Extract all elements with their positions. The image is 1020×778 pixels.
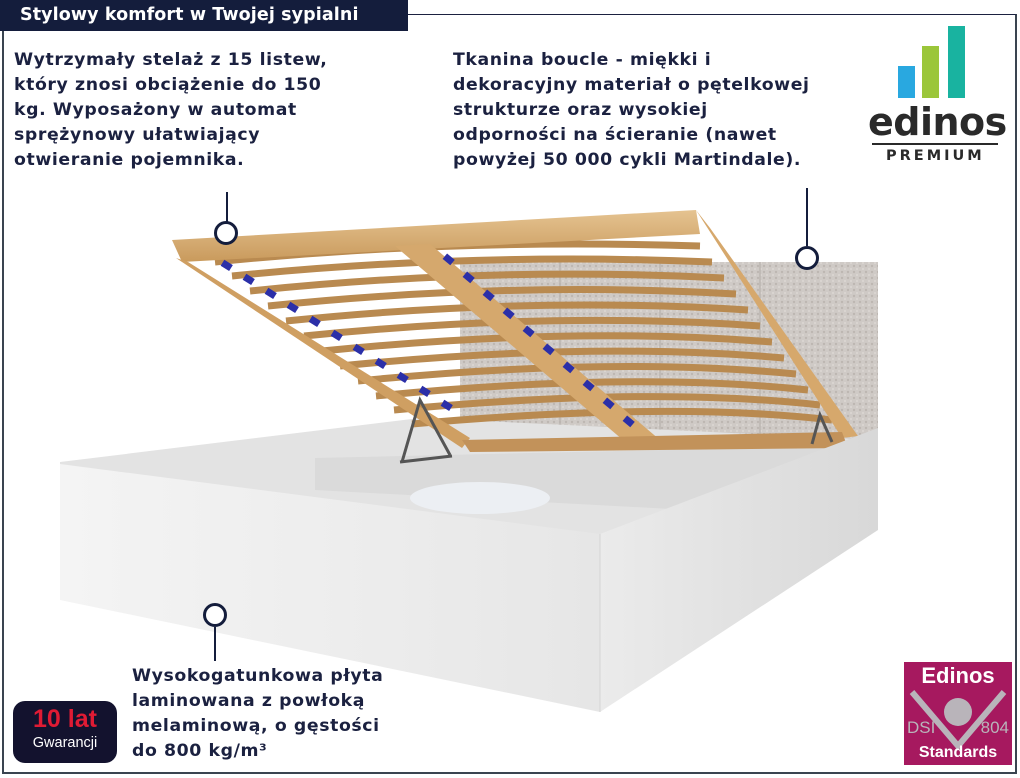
standards-label: Standards — [918, 744, 998, 761]
standards-brand: Edinos — [921, 663, 995, 688]
standards-figure-icon — [909, 690, 1007, 751]
warranty-years: 10 lat — [33, 705, 97, 733]
edinos-standards-badge: Edinos DSI 804 Standards — [904, 662, 1012, 765]
marker-board — [203, 603, 227, 627]
warranty-badge: 10 lat Gwarancji — [13, 701, 117, 763]
base-side — [600, 428, 878, 712]
marker-fabric — [795, 246, 819, 270]
lift-mechanism — [399, 396, 834, 464]
logo-tagline: PREMIUM — [886, 148, 985, 164]
marker-frame — [214, 221, 238, 245]
callout-laminated-board: Wysokogatunkowa płyta laminowana z powło… — [132, 666, 384, 761]
standards-dsi: DSI — [907, 718, 936, 737]
leader-line-fabric — [806, 188, 808, 246]
logo-bar-green — [922, 46, 939, 98]
base-front — [60, 464, 600, 712]
standards-number: 804 — [980, 718, 1009, 737]
logo-bar-blue — [898, 66, 915, 98]
content-frame — [2, 14, 1017, 774]
logo-bar-teal — [948, 26, 965, 98]
slat-holders — [220, 253, 635, 428]
callout-boucle-fabric: Tkanina boucle - miękki i dekoracyjny ma… — [453, 50, 810, 170]
warranty-label: Gwarancji — [32, 735, 98, 751]
page-title: Stylowy komfort w Twojej sypialni — [0, 0, 408, 31]
logo-divider — [872, 143, 998, 145]
edinos-premium-logo: edinos PREMIUM — [864, 22, 1007, 172]
callout-slatted-frame: Wytrzymały stelaż z 15 listew, który zno… — [14, 50, 328, 170]
logo-wordmark: edinos — [868, 100, 1007, 144]
slatted-frame — [172, 210, 858, 452]
leader-line-frame — [226, 192, 228, 222]
leader-line-board — [214, 627, 216, 661]
